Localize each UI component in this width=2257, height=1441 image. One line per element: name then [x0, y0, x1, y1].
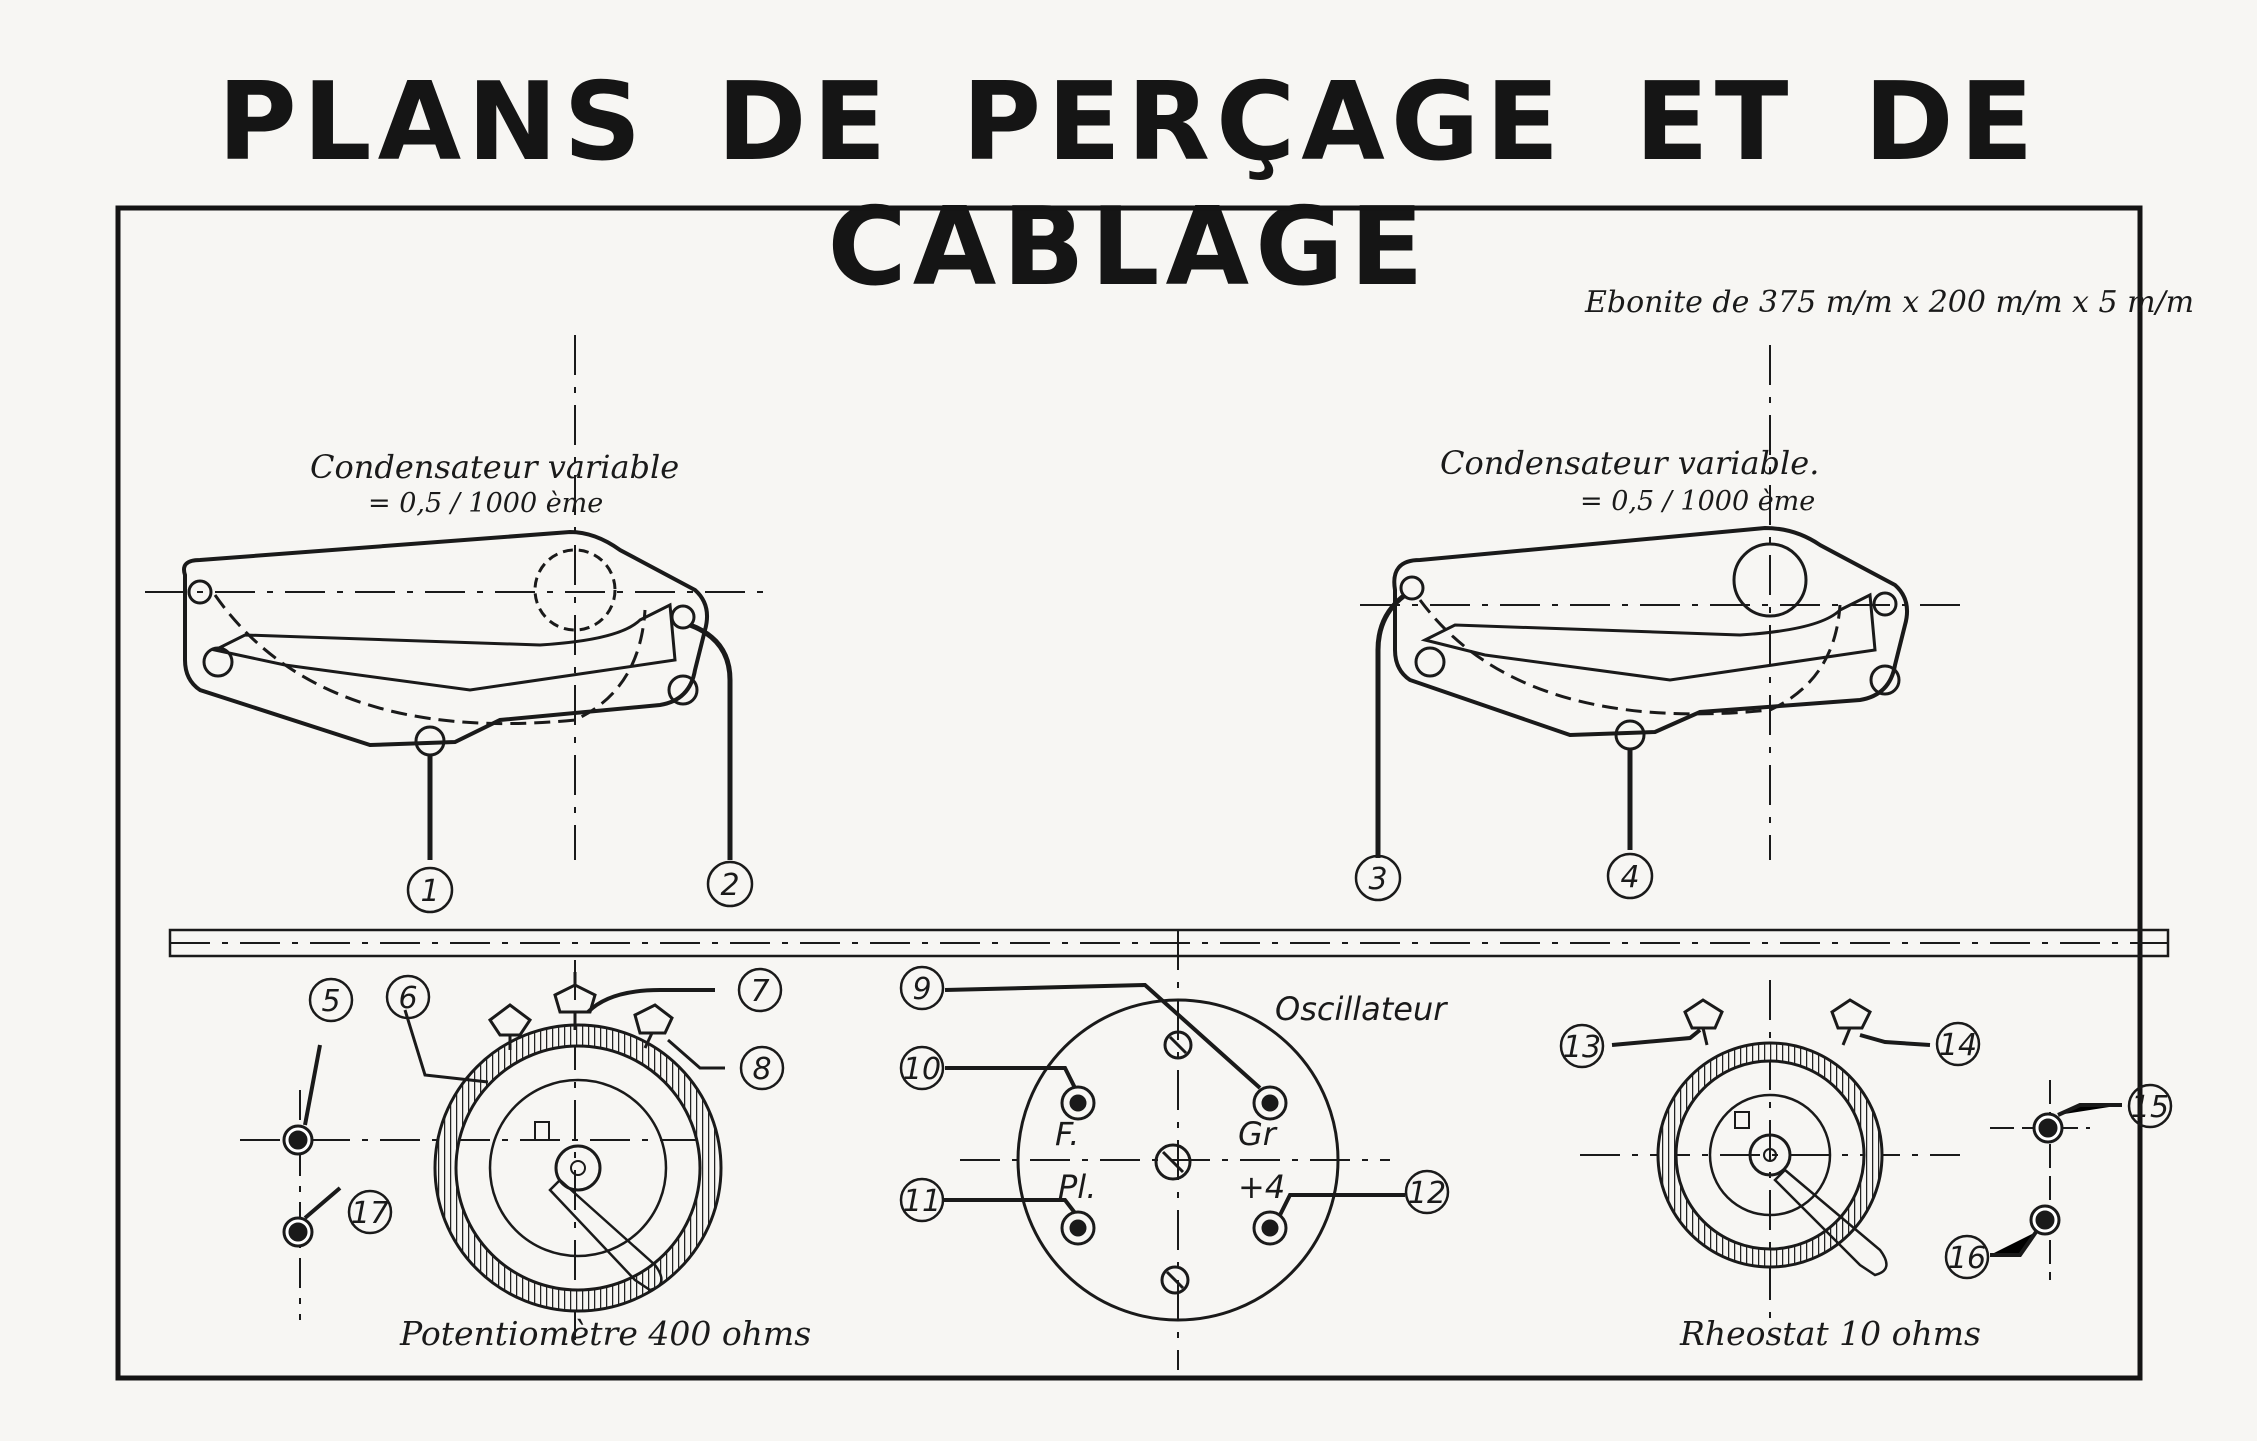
terminal-10: 10: [903, 1052, 941, 1087]
potentiometer: [240, 960, 725, 1340]
pin-plus4-label: +4: [1238, 1168, 1285, 1206]
terminal-4: 4: [1620, 860, 1639, 895]
terminal-posts-left: [282, 1044, 342, 1320]
rheostat-label: Rheostat 10 ohms: [1679, 1314, 1981, 1353]
condenser-right-name: Condensateur variable.: [1440, 444, 1819, 482]
terminal-1: 1: [420, 874, 439, 909]
rheostat: [1580, 980, 1960, 1330]
condenser-left-name: Condensateur variable: [310, 448, 679, 486]
terminal-9: 9: [912, 972, 931, 1007]
terminal-16: 16: [1948, 1241, 1986, 1276]
oscillator: [943, 930, 1405, 1370]
ebonite-panel: [115, 205, 2143, 1381]
terminal-8: 8: [752, 1052, 771, 1087]
terminal-15: 15: [2131, 1090, 2169, 1125]
condenser-right: [1360, 345, 1960, 860]
ebonite-dimensions: Ebonite de 375 m/m x 200 m/m x 5 m/m: [1584, 285, 2194, 320]
potentiometer-label: Potentiomètre 400 ohms: [399, 1314, 811, 1353]
terminal-14: 14: [1939, 1028, 1977, 1063]
terminal-5: 5: [321, 984, 340, 1019]
condenser-right-value: = 0,5 / 1000 ème: [1580, 486, 1815, 517]
pin-f-label: F.: [1055, 1115, 1079, 1153]
pin-gr-label: Gr: [1238, 1115, 1278, 1153]
terminal-numbers: [308, 852, 2173, 1280]
pin-pl-label: Pl.: [1058, 1168, 1096, 1206]
condenser-left: [145, 335, 770, 860]
condenser-left-value: = 0,5 / 1000 ème: [368, 488, 603, 519]
terminal-17: 17: [351, 1196, 389, 1231]
terminal-6: 6: [398, 981, 417, 1016]
terminal-12: 12: [1408, 1176, 1446, 1211]
terminal-11: 11: [903, 1184, 941, 1219]
terminal-2: 2: [720, 868, 739, 903]
terminal-number-labels: 1 2 3 4 5 6 7 8 9 10 11 12 13 14 15 16 1…: [321, 860, 2169, 1276]
terminal-7: 7: [750, 974, 769, 1009]
terminal-3: 3: [1368, 862, 1387, 897]
oscillator-label: Oscillateur: [1275, 990, 1448, 1028]
terminal-posts-right: [1990, 1080, 2122, 1280]
terminal-13: 13: [1563, 1030, 1601, 1065]
